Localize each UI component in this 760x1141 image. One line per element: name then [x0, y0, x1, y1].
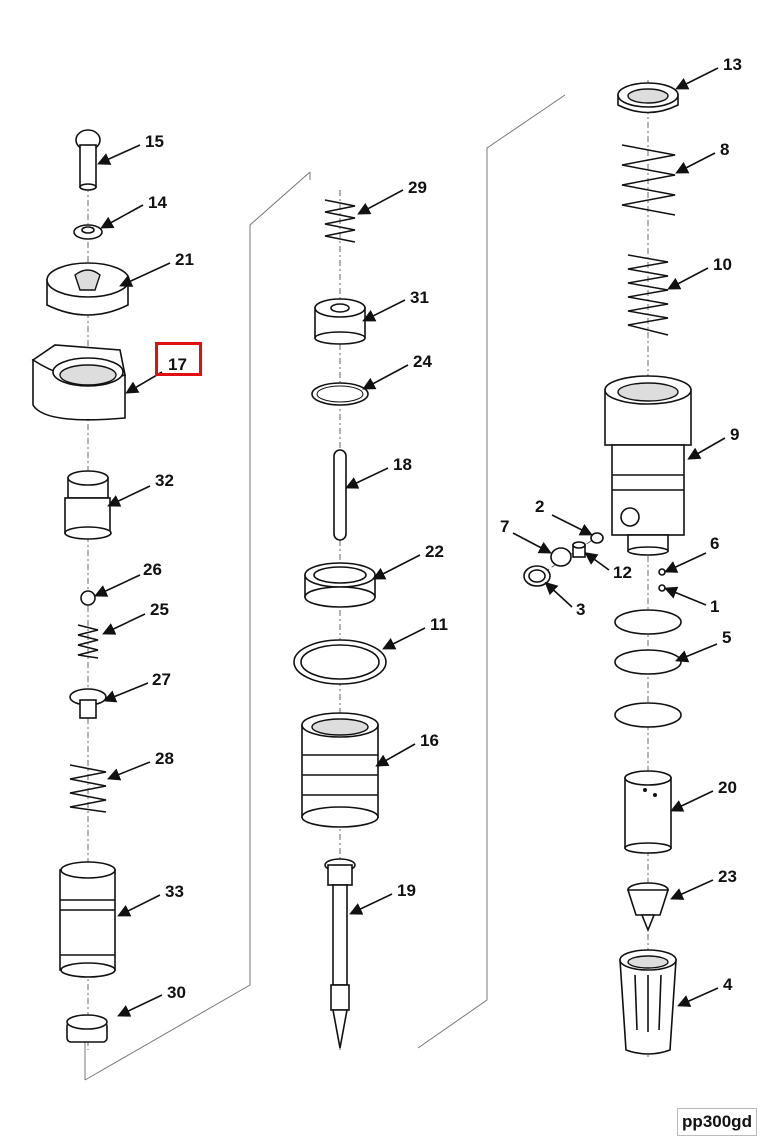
- callout-25: 25: [150, 600, 169, 619]
- callout-12: 12: [613, 563, 632, 582]
- part-21-cap: [46, 262, 130, 316]
- callout-8: 8: [720, 140, 729, 159]
- part-26-ball: [80, 590, 96, 606]
- part-17-body: [31, 344, 126, 421]
- part-8-spring: [621, 144, 676, 216]
- highlight-box-callout-17: [155, 342, 202, 376]
- callout-13: 13: [723, 55, 742, 74]
- part-27-guide: [69, 688, 107, 719]
- part-28-spring: [69, 764, 107, 813]
- part-13-cap: [617, 82, 679, 114]
- part-1-ball: [658, 584, 666, 592]
- callout-18: 18: [393, 455, 412, 474]
- part-24-snap-ring: [311, 382, 369, 406]
- part-25-spring: [77, 624, 99, 659]
- part-6-ball: [658, 568, 666, 576]
- part-11-gasket: [293, 639, 387, 685]
- callout-7: 7: [500, 517, 509, 536]
- part-9-body: [604, 375, 692, 556]
- drawing-id-label: pp300gd: [677, 1108, 757, 1136]
- callout-33: 33: [165, 882, 184, 901]
- callout-1: 1: [710, 597, 719, 616]
- callout-26: 26: [143, 560, 162, 579]
- callout-2: 2: [535, 497, 544, 516]
- callout-29: 29: [408, 178, 427, 197]
- callout-24: 24: [413, 352, 432, 371]
- part-32-valve-seat: [64, 470, 112, 540]
- part-18-rod: [333, 449, 347, 541]
- part-30-plug: [66, 1014, 108, 1043]
- callout-labels: 15 14 21 17 32 26 25 27 28 33 30 29 31 2…: [143, 55, 742, 1002]
- part-10-spring: [627, 254, 669, 336]
- callout-3: 3: [576, 600, 585, 619]
- callout-10: 10: [713, 255, 732, 274]
- part-7-plug: [550, 547, 572, 567]
- callout-14: 14: [148, 193, 167, 212]
- callout-15: 15: [145, 132, 164, 151]
- part-3-oring: [523, 565, 551, 587]
- part-29-spring: [324, 199, 356, 243]
- callout-9: 9: [730, 425, 739, 444]
- part-15-pin: [75, 129, 101, 191]
- callout-21: 21: [175, 250, 194, 269]
- callout-6: 6: [710, 534, 719, 553]
- callout-5: 5: [722, 628, 731, 647]
- part-22-nut: [304, 562, 376, 608]
- part-16-cartridge: [301, 712, 379, 828]
- part-19-needle: [324, 858, 356, 1049]
- part-31-spacer: [314, 298, 366, 345]
- callout-31: 31: [410, 288, 429, 307]
- callout-32: 32: [155, 471, 174, 490]
- part-4-nozzle-cap: [619, 949, 677, 1055]
- callout-30: 30: [167, 983, 186, 1002]
- callout-4: 4: [723, 975, 733, 994]
- leader-arrows: [94, 67, 726, 1017]
- part-14-washer: [73, 224, 103, 240]
- part-12-fitting: [572, 541, 586, 558]
- callout-27: 27: [152, 670, 171, 689]
- callout-11: 11: [430, 615, 448, 634]
- callout-20: 20: [718, 778, 737, 797]
- callout-22: 22: [425, 542, 444, 561]
- callout-16: 16: [420, 731, 439, 750]
- part-23-tip: [626, 882, 670, 933]
- part-33-housing: [59, 861, 116, 978]
- part-20-sleeve: [624, 770, 672, 854]
- callout-28: 28: [155, 749, 174, 768]
- part-2-washer: [590, 532, 604, 544]
- callout-23: 23: [718, 867, 737, 886]
- part-5-orings: [614, 609, 682, 728]
- callout-19: 19: [397, 881, 416, 900]
- callout-17: 17: [168, 355, 187, 374]
